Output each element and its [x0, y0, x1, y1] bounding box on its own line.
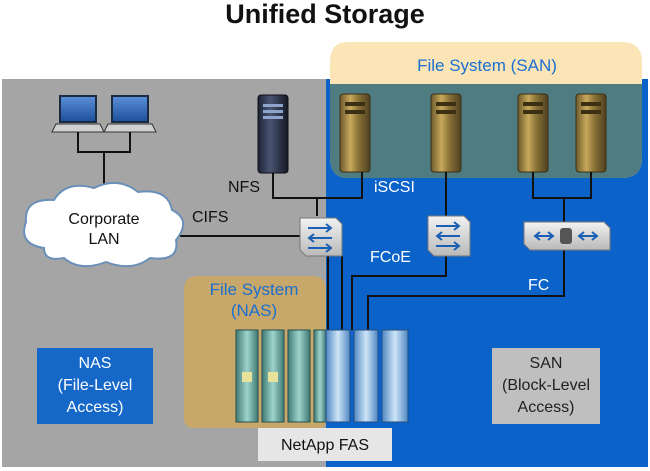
- nfs-label: NFS: [228, 179, 260, 196]
- file-system-san-label: File System (SAN): [417, 56, 557, 75]
- nas-box-line3: Access): [67, 399, 124, 416]
- iscsi-label: iSCSI: [374, 179, 415, 196]
- file-system-nas-label-line2: (NAS): [231, 301, 277, 320]
- fcoe-switch-icon: [427, 215, 471, 257]
- fc-label: FC: [528, 277, 549, 294]
- cifs-switch-icon: [299, 217, 343, 257]
- diagram-title: Unified Storage: [225, 0, 425, 29]
- nas-access-box: [37, 348, 153, 424]
- san-server-icon-3: [517, 93, 549, 173]
- netapp-fas-label-box: [258, 428, 392, 461]
- san-box-line2: (Block-Level: [502, 377, 590, 394]
- nas-box-line2: (File-Level: [58, 377, 133, 394]
- san-server-icon-2: [430, 93, 462, 173]
- netapp-fas-storage-icon: [235, 329, 409, 423]
- san-server-icon-4: [575, 93, 607, 173]
- san-access-box: [492, 348, 600, 424]
- workstation-icon-1: [51, 95, 105, 133]
- fcoe-label: FCoE: [370, 249, 411, 266]
- cifs-label: CIFS: [192, 209, 228, 226]
- file-system-nas-label-line1: File System: [210, 280, 299, 299]
- netapp-fas-label: NetApp FAS: [281, 437, 369, 454]
- corporate-lan-label-line1: Corporate: [68, 211, 139, 228]
- nfs-server-icon: [257, 94, 289, 174]
- san-server-icon-1: [339, 93, 371, 173]
- fc-switch-icon: [523, 221, 611, 251]
- nas-box-line1: NAS: [79, 355, 112, 372]
- san-box-line1: SAN: [530, 355, 563, 372]
- san-box-line3: Access): [518, 399, 575, 416]
- corporate-lan-cloud-icon: [23, 181, 184, 268]
- corporate-lan-label-line2: LAN: [88, 231, 119, 248]
- workstation-icon-2: [103, 95, 157, 133]
